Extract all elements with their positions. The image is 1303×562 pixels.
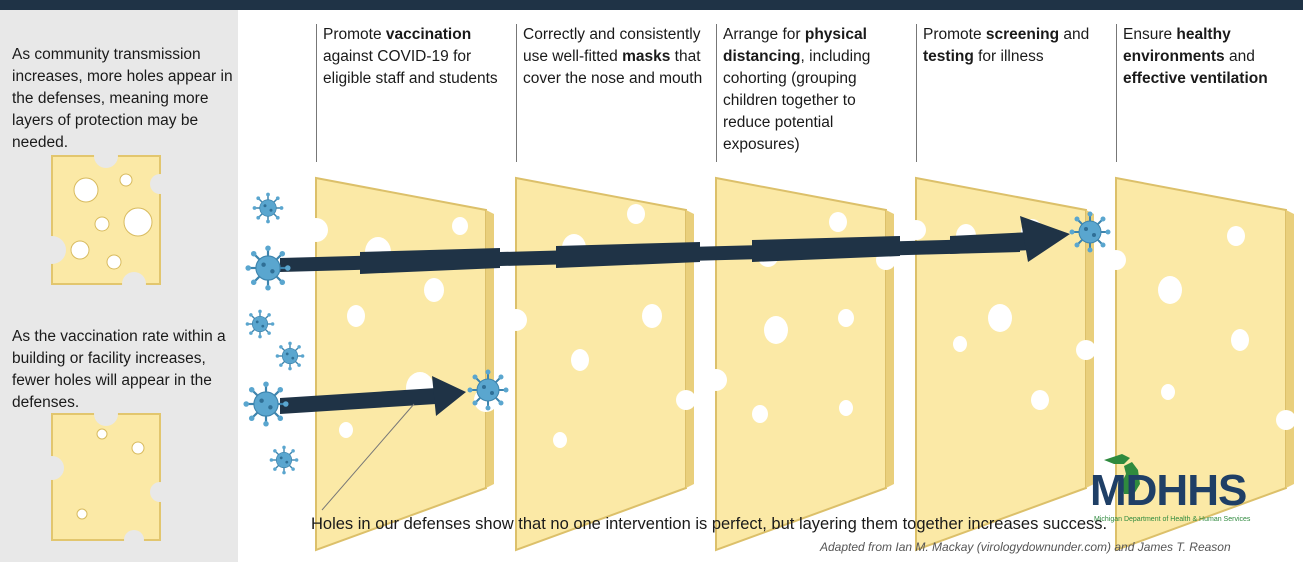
virus-icon: [468, 370, 509, 411]
credit-line: Adapted from Ian M. Mackay (virologydown…: [820, 540, 1231, 554]
virus-icon: [253, 193, 284, 224]
sidebar-text-high-vaccination: As the vaccination rate within a buildin…: [12, 326, 234, 414]
cheese-slice-2: [505, 178, 696, 550]
virus-icon: [270, 446, 299, 475]
cheese-many-holes-icon: [46, 150, 166, 292]
virus-icon: [276, 342, 305, 371]
virus-icon: [243, 381, 288, 426]
caption: Holes in our defenses show that no one i…: [311, 513, 1107, 536]
virus-icon: [246, 310, 275, 339]
virus-icon: [1070, 212, 1111, 253]
sidebar-text-high-transmission: As community transmission increases, mor…: [12, 44, 234, 154]
cheese-slice-1: [304, 178, 498, 550]
virus-icon: [245, 245, 290, 290]
cheese-few-holes-icon: [46, 408, 166, 546]
logo-subtitle: Michigan Department of Health & Human Se…: [1094, 516, 1250, 523]
logo-text: MDHHS: [1090, 466, 1246, 516]
cheese-slice-3: [705, 178, 896, 550]
top-bar: [0, 0, 1303, 10]
mdhhs-logo: MDHHS Michigan Department of Health & Hu…: [1090, 450, 1290, 530]
